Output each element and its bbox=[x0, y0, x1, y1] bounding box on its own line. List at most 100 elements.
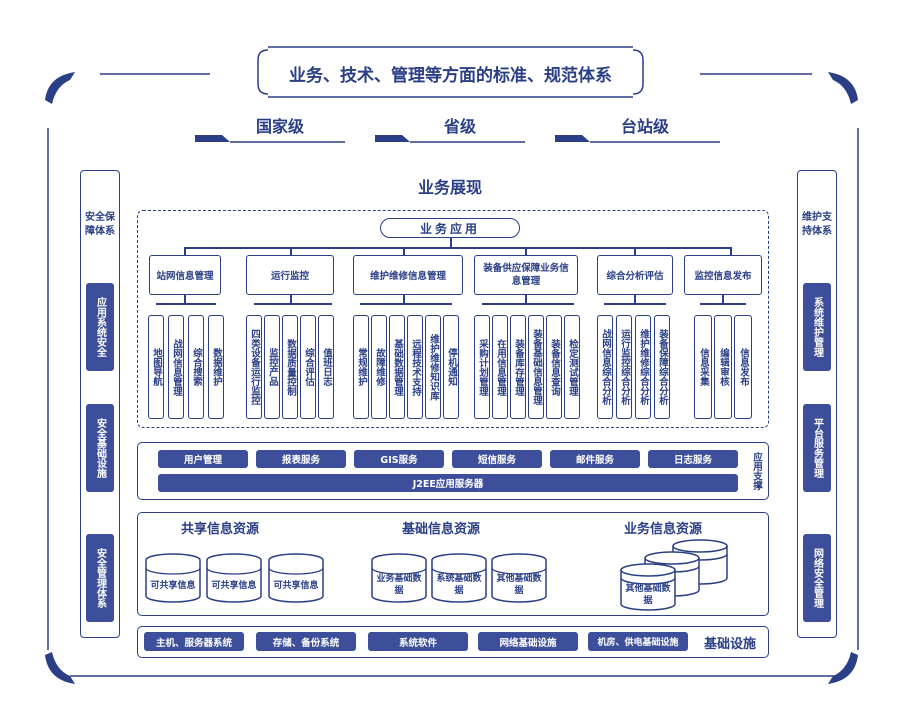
item-operation-analysis: 运行监控综合分析 bbox=[616, 315, 632, 419]
right-item-system-maint: 系统维护管理 bbox=[803, 283, 831, 371]
item-data-quality: 数据质量控制 bbox=[282, 315, 298, 419]
app-support-label: 应用支撑 bbox=[751, 452, 762, 490]
group-comprehensive-analysis: 综合分析评估 bbox=[597, 255, 673, 295]
group2-down bbox=[403, 295, 405, 303]
service-sms: 短信服务 bbox=[452, 450, 542, 468]
connector-g0 bbox=[184, 247, 186, 255]
group-operation-monitoring: 运行监控 bbox=[246, 255, 334, 295]
item-in-use-info: 在用信息管理 bbox=[492, 315, 508, 419]
group-monitor-publish: 监控信息发布 bbox=[684, 255, 762, 295]
connector-app-down bbox=[450, 238, 452, 247]
j2ee-app-server: J2EE应用服务器 bbox=[158, 474, 738, 492]
shared-resources-title: 共享信息资源 bbox=[180, 521, 259, 537]
group4-down bbox=[634, 295, 636, 303]
service-gis: GIS服务 bbox=[354, 450, 444, 468]
item-comprehensive-eval: 综合评估 bbox=[300, 315, 316, 419]
item-maint-analysis: 维护维修综合分析 bbox=[635, 315, 651, 419]
connector-g1 bbox=[290, 247, 292, 255]
right-column-title: 维护支持体系 bbox=[802, 212, 832, 237]
left-column-title: 安全保障体系 bbox=[85, 212, 115, 237]
item-network-analysis: 战网信息综合分析 bbox=[597, 315, 613, 419]
connector-g3 bbox=[525, 247, 527, 255]
basic-db-cylinder-3 bbox=[491, 553, 547, 603]
connector-g5 bbox=[730, 247, 732, 255]
group5-down bbox=[722, 295, 724, 303]
group0-bracket bbox=[156, 303, 216, 305]
shared-db-label-3: 可共享信息 bbox=[273, 580, 319, 591]
item-calibration: 检定测试管理 bbox=[564, 315, 580, 419]
shared-db-cylinder-2 bbox=[206, 553, 262, 603]
connector-app-horizontal bbox=[184, 247, 731, 249]
infra-machine-room-power: 机房、供电基础设施 bbox=[588, 632, 688, 651]
item-equipment-basic: 装备基础信息管理 bbox=[528, 315, 544, 419]
group4-bracket bbox=[604, 303, 666, 305]
group3-down bbox=[525, 295, 527, 303]
item-comprehensive-search: 综合搜索 bbox=[188, 315, 204, 419]
connector-g4 bbox=[634, 247, 636, 255]
item-info-publish: 信息发布 bbox=[734, 315, 752, 419]
item-inventory: 装备库存管理 bbox=[510, 315, 526, 419]
level-station: 台站级 bbox=[620, 117, 669, 136]
basic-resources-title: 基础信息资源 bbox=[401, 521, 480, 537]
group5-bracket bbox=[700, 303, 746, 305]
level-national: 国家级 bbox=[255, 117, 304, 136]
group-equipment-supply: 装备供应保障业务信息管理 bbox=[474, 255, 578, 295]
infra-storage-backup: 存储、备份系统 bbox=[256, 632, 356, 651]
group1-bracket bbox=[254, 303, 332, 305]
item-map-nav: 地图导航 bbox=[148, 315, 164, 419]
group-station-network-mgmt: 站网信息管理 bbox=[149, 255, 221, 295]
basic-db-label-3: 其他基础数据 bbox=[496, 574, 542, 596]
item-shutdown-notice: 停机通知 bbox=[443, 315, 459, 419]
connector-g2 bbox=[403, 247, 405, 255]
item-monitor-product: 监控产品 bbox=[264, 315, 280, 419]
business-resources-title: 业务信息资源 bbox=[623, 521, 702, 537]
shared-db-cylinder-1 bbox=[145, 553, 201, 603]
item-procurement: 采购计划管理 bbox=[474, 315, 490, 419]
right-item-network-security: 网络安全管理 bbox=[803, 534, 831, 622]
group-maintenance-mgmt: 维护维修信息管理 bbox=[353, 255, 463, 295]
infra-system-software: 系统软件 bbox=[368, 632, 468, 651]
level-provincial: 省级 bbox=[443, 117, 476, 136]
infra-network: 网络基础设施 bbox=[478, 632, 578, 651]
service-user-mgmt: 用户管理 bbox=[158, 450, 248, 468]
shared-db-label-1: 可共享信息 bbox=[150, 580, 196, 591]
right-item-platform-service: 平台服务管理 bbox=[803, 404, 831, 492]
item-data-maint: 数据维护 bbox=[208, 315, 224, 419]
item-equipment-query: 装备信息查询 bbox=[546, 315, 562, 419]
left-item-security-mgmt: 安全管理体系 bbox=[86, 534, 114, 622]
basic-db-label-1: 业务基础数据 bbox=[376, 574, 422, 596]
group3-bracket bbox=[482, 303, 574, 305]
group2-bracket bbox=[360, 303, 452, 305]
group1-down bbox=[290, 295, 292, 303]
standards-title: 业务、技术、管理等方面的标准、规范体系 bbox=[289, 65, 612, 86]
basic-db-label-2: 系统基础数据 bbox=[436, 574, 482, 596]
business-db-label: 其他基础数据 bbox=[625, 584, 671, 606]
shared-db-cylinder-3 bbox=[268, 553, 324, 603]
service-mail: 邮件服务 bbox=[550, 450, 640, 468]
item-supply-analysis: 装备保障综合分析 bbox=[654, 315, 670, 419]
business-app-label: 业务应用 bbox=[380, 218, 520, 238]
business-display-title: 业务展现 bbox=[417, 178, 482, 197]
item-info-collection: 信息采集 bbox=[694, 315, 712, 419]
item-remote-support: 远程技术支持 bbox=[407, 315, 423, 419]
item-routine-maint: 常规维护 bbox=[353, 315, 369, 419]
infra-host-server: 主机、服务器系统 bbox=[144, 632, 244, 651]
item-duty-log: 值班日志 bbox=[318, 315, 334, 419]
service-report: 报表服务 bbox=[256, 450, 346, 468]
left-item-app-security: 应用系统安全 bbox=[86, 283, 114, 371]
shared-db-label-2: 可共享信息 bbox=[211, 580, 257, 591]
item-basic-data-mgmt: 基础数据管理 bbox=[389, 315, 405, 419]
basic-db-cylinder-2 bbox=[431, 553, 487, 603]
basic-db-cylinder-1 bbox=[371, 553, 427, 603]
business-app-dashed-region bbox=[137, 210, 769, 428]
business-db-stack bbox=[620, 539, 728, 611]
left-item-security-infra: 安全基础设施 bbox=[86, 404, 114, 492]
service-log: 日志服务 bbox=[648, 450, 738, 468]
item-fault-repair: 故障维修 bbox=[371, 315, 387, 419]
infrastructure-label: 基础设施 bbox=[703, 636, 756, 652]
item-edit-review: 编辑审核 bbox=[714, 315, 732, 419]
item-maint-knowledge: 维护维修知识库 bbox=[425, 315, 441, 419]
item-four-device-monitor: 四类设备运行监控 bbox=[246, 315, 262, 419]
group0-down bbox=[184, 295, 186, 303]
